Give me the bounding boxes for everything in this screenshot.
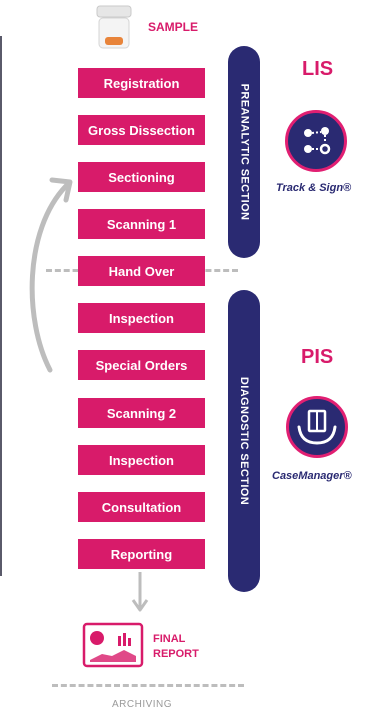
step-hand-over: Hand Over [78,256,205,286]
lis-title: LIS [302,58,334,80]
final-report-line1: FINAL [153,633,186,645]
step-registration: Registration [78,68,205,98]
track-and-sign-icon [285,110,347,172]
down-arrow [131,572,149,612]
pis-title: PIS [301,346,334,368]
step-sectioning: Sectioning [78,162,205,192]
final-report-line2: REPORT [153,648,199,660]
final-report-icon [82,622,144,668]
preanalytic-section-label: PREANALYTIC SECTION [238,83,251,221]
track-and-sign-label: Track & Sign® [276,182,352,194]
left-divider-line [0,36,2,576]
step-consultation: Consultation [78,492,205,522]
archiving-dashed-line [52,684,244,687]
step-inspection-1: Inspection [78,303,205,333]
step-special-orders: Special Orders [78,350,205,380]
preanalytic-section-pill: PREANALYTIC SECTION [228,46,260,258]
sample-label: SAMPLE [148,20,199,34]
sample-jar-icon [96,5,132,49]
return-arrow [29,177,73,373]
diagnostic-section-pill: DIAGNOSTIC SECTION [228,290,260,592]
archiving-label: ARCHIVING [112,699,173,710]
case-manager-icon [286,396,348,458]
step-inspection-2: Inspection [78,445,205,475]
diagnostic-section-label: DIAGNOSTIC SECTION [238,376,250,506]
step-scanning-2: Scanning 2 [78,398,205,428]
step-gross-dissection: Gross Dissection [78,115,205,145]
step-scanning-1: Scanning 1 [78,209,205,239]
step-reporting: Reporting [78,539,205,569]
case-manager-label: CaseManager® [272,470,352,482]
final-report-label: FINAL REPORT [153,632,199,662]
